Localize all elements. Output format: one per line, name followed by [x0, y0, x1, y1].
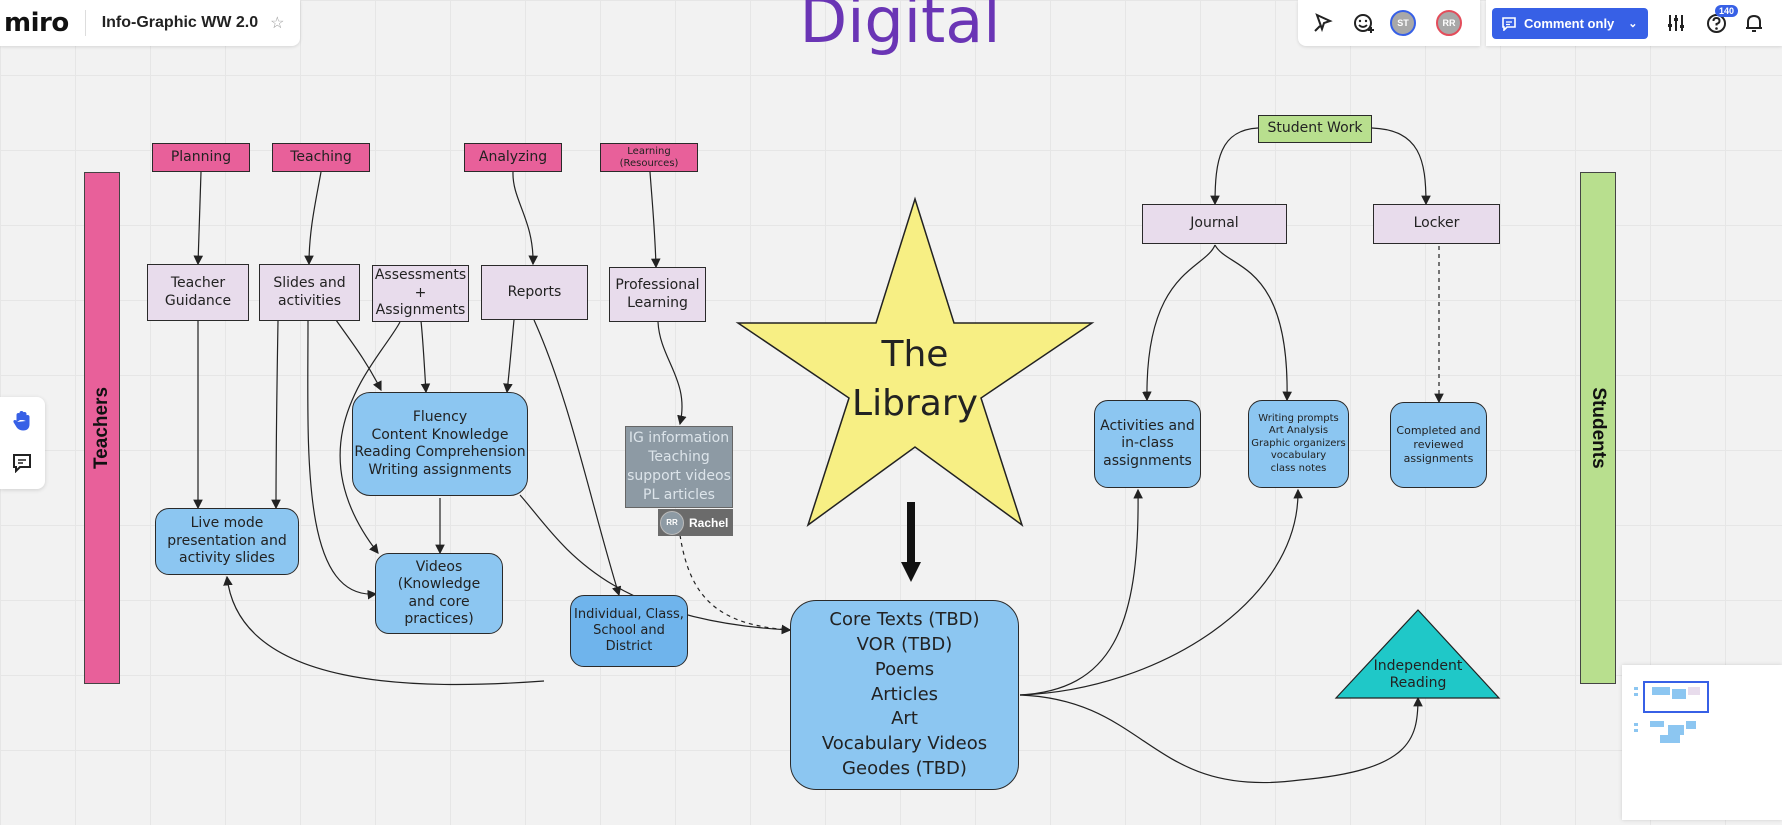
- videos-box[interactable]: Videos (Knowledge and core practices): [375, 553, 503, 634]
- edge-back-live: [223, 575, 545, 686]
- comment-only-label: Comment only: [1524, 16, 1615, 31]
- comment-only-button[interactable]: Comment only ⌄: [1492, 8, 1648, 39]
- student-work-box[interactable]: Student Work: [1258, 115, 1372, 143]
- cursor-visibility-icon[interactable]: [1312, 11, 1336, 35]
- edge-slides-videos: [307, 320, 378, 600]
- rachel-name: Rachel: [689, 515, 729, 530]
- edge-student-journal: [1210, 127, 1259, 206]
- board-title: Digital: [799, 0, 1001, 57]
- comment-card[interactable]: IG information Teaching support videos P…: [625, 426, 733, 508]
- assessments-box[interactable]: Assessments + Assignments: [372, 265, 469, 322]
- hand-tool-icon[interactable]: [6, 405, 38, 437]
- avatar-st[interactable]: ST: [1390, 10, 1416, 36]
- locker-box[interactable]: Locker: [1373, 204, 1500, 244]
- collaboration-bar: ST RR: [1298, 0, 1480, 46]
- board-name[interactable]: Info-Graphic WW 2.0: [101, 14, 259, 31]
- edge-slides-fluency: [335, 319, 382, 392]
- slides-activities-box[interactable]: Slides and activities: [259, 264, 360, 321]
- live-mode-box[interactable]: Live mode presentation and activity slid…: [155, 508, 299, 575]
- teaching-box[interactable]: Teaching: [272, 143, 370, 172]
- minimap-preview: [1634, 681, 1709, 743]
- reports-box[interactable]: Reports: [481, 265, 588, 320]
- minimap[interactable]: [1622, 665, 1782, 820]
- professional-learning-box[interactable]: Professional Learning: [609, 267, 706, 322]
- edge-fluency-core: [519, 494, 792, 635]
- star-icon[interactable]: ☆: [270, 15, 285, 32]
- big-down-arrow: [901, 502, 921, 582]
- fluency-box[interactable]: Fluency Content Knowledge Reading Compre…: [352, 392, 528, 496]
- miro-logo[interactable]: miro: [4, 8, 69, 38]
- edge-reports-fluency: [503, 319, 515, 394]
- edge-student-locker: [1371, 127, 1431, 206]
- analyzing-box[interactable]: Analyzing: [464, 143, 562, 172]
- notifications-bell-icon[interactable]: [1742, 11, 1766, 35]
- students-label: Students: [1588, 387, 1609, 469]
- planning-box[interactable]: Planning: [152, 143, 250, 172]
- library-star-label: The Library: [852, 334, 978, 424]
- chevron-down-icon: ⌄: [1628, 18, 1638, 30]
- rachel-avatar: RR: [660, 510, 684, 535]
- writing-prompts-box[interactable]: Writing prompts Art Analysis Graphic org…: [1248, 400, 1349, 488]
- settings-sliders-icon[interactable]: [1664, 11, 1688, 35]
- left-tool-rail: [0, 397, 45, 489]
- edge-pl-card: [657, 321, 687, 426]
- teachers-label: Teachers: [91, 386, 112, 470]
- library-star: [735, 196, 1095, 527]
- individual-class-box[interactable]: Individual, Class, School and District: [570, 595, 688, 667]
- core-texts-box[interactable]: Core Texts (TBD) VOR (TBD) Poems Article…: [790, 600, 1019, 790]
- edge-journal-activities: [1142, 244, 1216, 402]
- learning-resources-box[interactable]: Learning (Resources): [600, 143, 698, 172]
- edge-reports-individual: [533, 319, 622, 597]
- edge-card-core: [679, 534, 792, 635]
- edge-planning-guidance: [193, 171, 204, 266]
- teachers-bar[interactable]: Teachers: [84, 172, 120, 684]
- independent-reading-label: Independent Reading: [1373, 657, 1463, 692]
- header-divider: [84, 10, 86, 36]
- students-bar[interactable]: Students: [1580, 172, 1616, 684]
- comment-tool-icon[interactable]: [6, 447, 38, 479]
- journal-box[interactable]: Journal: [1142, 204, 1287, 244]
- avatar-rr[interactable]: RR: [1436, 10, 1462, 36]
- edge-core-writing: [1019, 488, 1303, 696]
- help-badge: 140: [1715, 5, 1739, 17]
- independent-reading-triangle: [1334, 609, 1501, 699]
- comment-icon: [1502, 16, 1516, 31]
- edge-analyzing-reports: [512, 171, 538, 266]
- activities-box[interactable]: Activities and in-class assignments: [1094, 400, 1201, 488]
- edge-slides-live: [271, 320, 281, 510]
- edge-teaching-slides: [304, 171, 322, 266]
- completed-assignments-box[interactable]: Completed and reviewed assignments: [1390, 402, 1487, 488]
- edge-core-activities: [1019, 488, 1143, 696]
- edge-assess-fluency: [420, 320, 431, 394]
- edge-assess-videos: [339, 321, 401, 554]
- teacher-guidance-box[interactable]: Teacher Guidance: [147, 264, 249, 321]
- edge-journal-writing: [1214, 244, 1292, 402]
- edge-learning-pl: [649, 171, 661, 269]
- add-reaction-icon[interactable]: [1352, 11, 1376, 35]
- cursor-tag-rachel: RR Rachel: [658, 509, 733, 536]
- edge-core-independent: [1019, 694, 1423, 784]
- board-header: miro Info-Graphic WW 2.0 ☆: [0, 0, 300, 46]
